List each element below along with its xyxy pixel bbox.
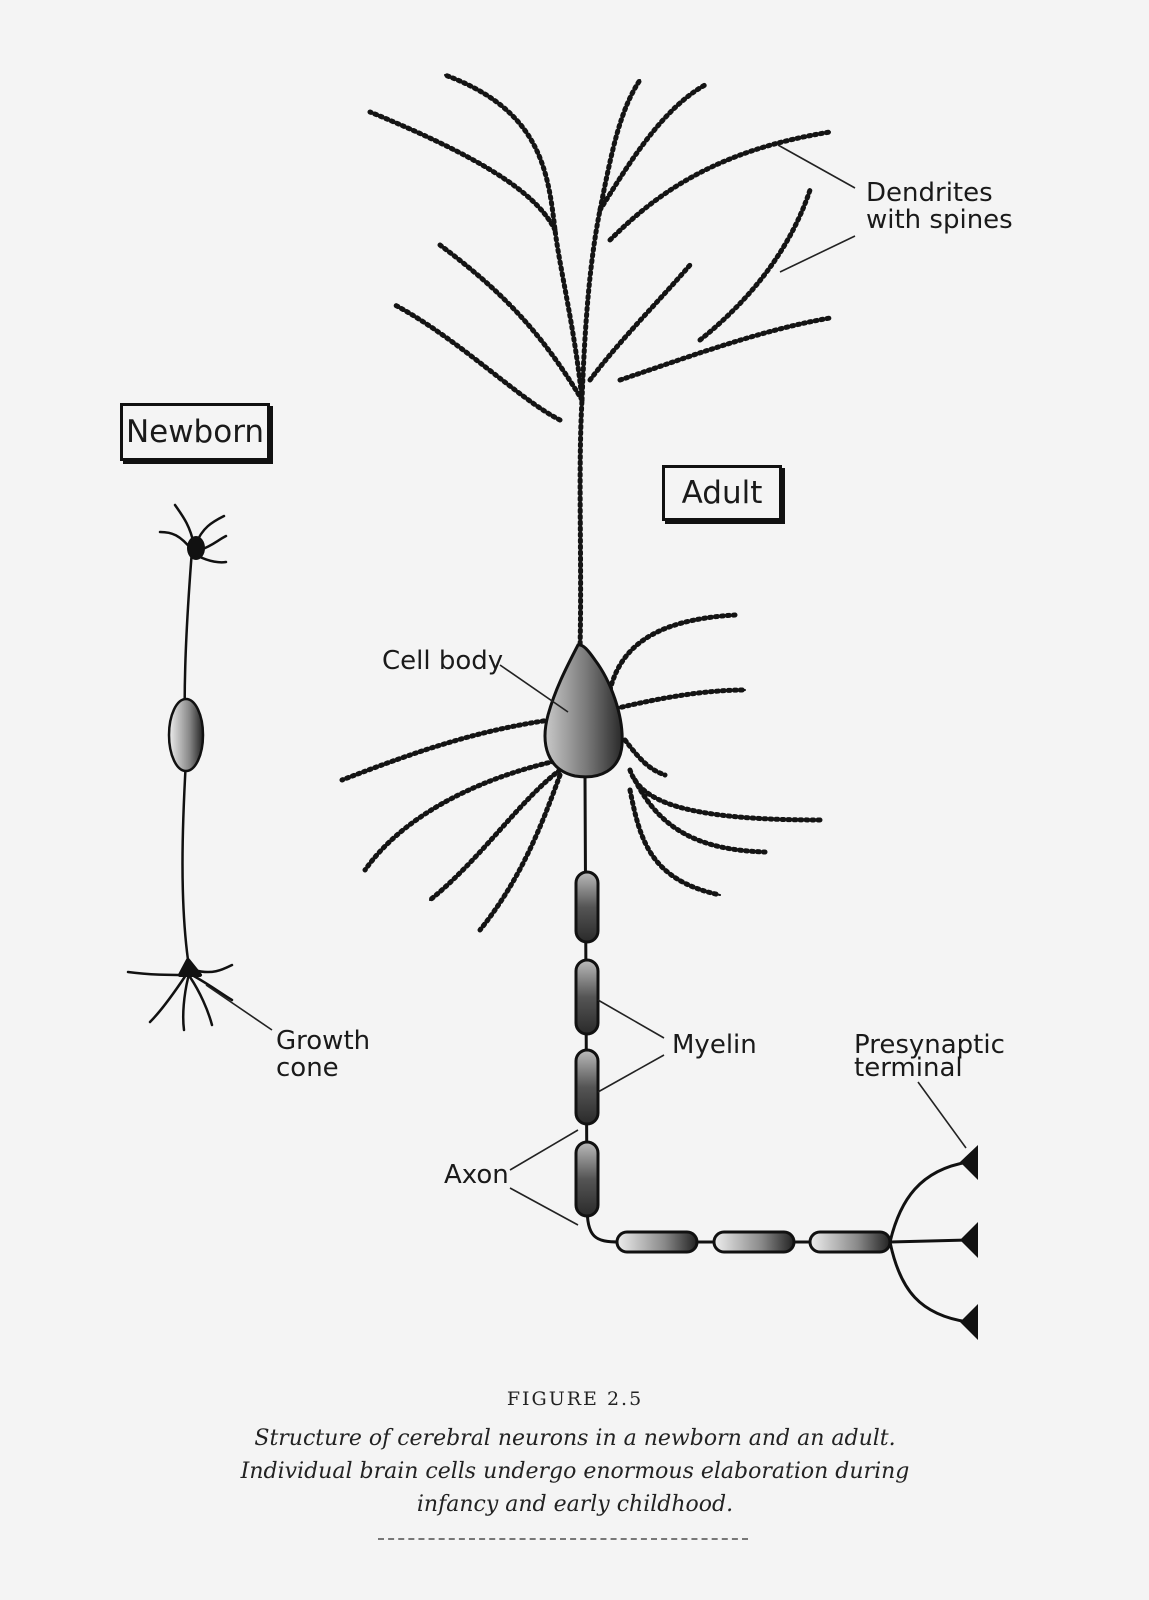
adult-axon (583, 775, 890, 1244)
myelin-segments (574, 870, 892, 1254)
newborn-label-text: Newborn (125, 414, 265, 450)
figure-caption: FIGURE 2.5 Structure of cerebral neurons… (150, 1388, 1000, 1521)
dendrites-label-line1: Dendrites (866, 178, 993, 208)
caption-line-1: Structure of cerebral neurons in a newbo… (254, 1426, 896, 1451)
leader-lines (205, 144, 967, 1226)
cell-body-label: Cell body (382, 646, 504, 676)
dendrites-label-line2: with spines (866, 205, 1013, 235)
presynaptic-label: Presynaptic terminal (854, 1032, 1005, 1082)
figure-number: FIGURE 2.5 (506, 1388, 644, 1410)
caption-divider (378, 1538, 748, 1540)
newborn-myelin-segment (167, 697, 205, 773)
growth-cone-label-line1: Growth (276, 1026, 371, 1056)
growth-cone-label-line2: cone (276, 1053, 339, 1083)
newborn-label: Newborn (120, 403, 270, 461)
presynaptic-label-line1: Presynaptic (854, 1030, 1005, 1060)
dendrites-label: Dendrites with spines (866, 180, 1013, 234)
adult-label-text: Adult (681, 475, 763, 511)
newborn-cell-body (187, 536, 205, 560)
axon-label: Axon (444, 1160, 509, 1190)
caption-line-2: Individual brain cells undergo enormous … (240, 1459, 910, 1484)
presynaptic-terminals (888, 1145, 978, 1340)
adult-dendrites-core (341, 74, 831, 931)
adult-label: Adult (662, 465, 782, 521)
presynaptic-label-line2: terminal (854, 1053, 963, 1083)
adult-cell-body (543, 643, 624, 779)
myelin-label: Myelin (672, 1030, 757, 1060)
growth-cone (178, 958, 202, 977)
caption-line-3: infancy and early childhood. (416, 1492, 734, 1517)
growth-cone-label: Growth cone (276, 1028, 370, 1082)
